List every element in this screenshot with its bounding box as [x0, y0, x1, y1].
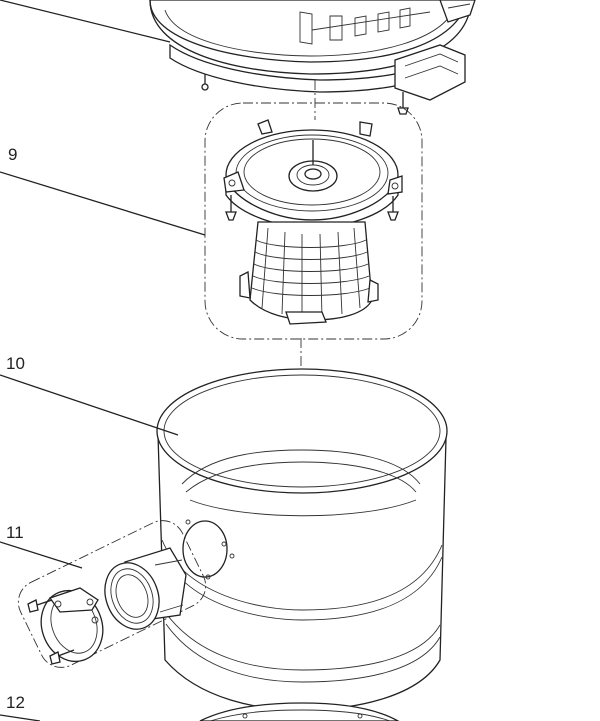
callout-10: 10 — [6, 354, 25, 373]
tank-drum — [0, 368, 448, 711]
lid-assembly — [0, 0, 476, 115]
filter-cage-assembly — [0, 102, 423, 340]
callout-11: 11 — [6, 523, 24, 542]
base-dolly — [0, 702, 400, 721]
inlet-port-assembly — [0, 520, 207, 668]
callout-12: 12 — [6, 693, 25, 712]
callout-9: 9 — [8, 145, 18, 164]
